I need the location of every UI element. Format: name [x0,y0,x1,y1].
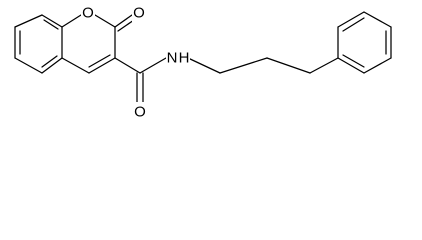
bond [309,57,339,74]
amide-hydrogen-label: H [179,50,190,67]
double-bond-inner [41,55,58,68]
amide-oxygen-label: O [134,104,146,121]
bond [363,11,392,28]
ring-oxygen-label: O [82,5,94,22]
carbonyl-oxygen-label: O [133,5,145,22]
double-bond-inner [43,19,59,30]
bond [14,57,43,74]
amide-nitrogen-label: N [167,50,178,67]
benzo-ring [14,14,63,74]
atom-ring-oxygen: O [81,5,95,23]
bond [41,57,63,74]
bond [337,11,365,28]
bond [41,14,63,28]
amide-group [114,57,167,104]
pyranone-ring [61,14,135,74]
propyl-chain [187,57,339,74]
phenyl-ring [337,11,392,74]
bond [139,57,167,74]
bond [266,57,311,74]
bond [363,57,392,74]
carbonyl-bond [114,14,133,28]
chemical-structure: O O N H O [14,4,392,121]
bond [14,14,43,28]
carbonyl-bond [117,19,135,32]
atom-amide-oxygen: O [133,102,147,121]
bond [114,57,141,74]
bond [187,57,221,74]
bond [337,57,365,74]
double-bond-inner [342,54,365,68]
bond [88,57,116,74]
bond [219,57,268,74]
bond [94,14,116,28]
bond [61,14,82,28]
double-bond-inner [88,54,111,68]
atom-amide-nh: N H [166,49,190,67]
double-bond-inner [342,17,365,32]
atom-carbonyl-oxygen: O [132,4,146,22]
bond [61,57,90,74]
